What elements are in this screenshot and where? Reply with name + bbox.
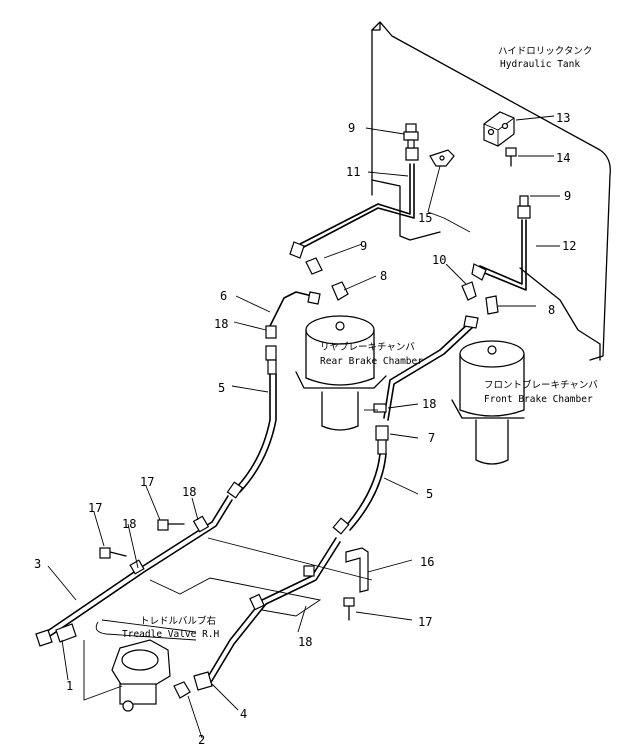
- bolt-17-left: [99, 547, 127, 559]
- hydraulic-tank-label-jp: ハイドロリックタンク: [498, 46, 592, 57]
- front-chamber-label-en: Front Brake Chamber: [484, 394, 593, 405]
- callout-8: 8: [380, 269, 387, 283]
- callout-5: 5: [218, 381, 225, 395]
- fitting-9-left: [305, 257, 323, 275]
- callout-18: 18: [122, 517, 136, 531]
- callout-17: 17: [140, 475, 154, 489]
- pipe-12: [471, 195, 531, 291]
- callout-18: 18: [182, 485, 196, 499]
- rear-chamber-label-jp: リヤブレーキチャンバ: [320, 341, 415, 353]
- callout-10: 10: [432, 253, 446, 267]
- rear-brake-chamber: [295, 281, 387, 431]
- fitting-2: [173, 681, 191, 699]
- callout-numbers: 9 13 14 11 9 15 12 9 10 8 8 6 18 5 18 7 …: [34, 111, 576, 746]
- callout-17: 17: [88, 501, 102, 515]
- treadle-valve-label-jp: トレドルバルブ右: [140, 615, 216, 627]
- pipe-4: [193, 537, 341, 691]
- callout-5: 5: [426, 487, 433, 501]
- bolt-17-upper: [157, 519, 185, 531]
- pipe-3: [35, 495, 233, 647]
- pipe-6: [265, 291, 321, 339]
- bolt-14: [505, 147, 517, 167]
- pipe-11: [289, 147, 419, 259]
- bolt-17-right: [343, 597, 355, 621]
- hose-5-left: [226, 345, 277, 499]
- callout-6: 6: [220, 289, 227, 303]
- elbow-10: [461, 281, 477, 301]
- callout-17: 17: [418, 615, 432, 629]
- tank-bracket: [483, 111, 515, 147]
- callout-2: 2: [198, 733, 205, 746]
- fitting-9-top: [403, 123, 419, 149]
- callout-14: 14: [556, 151, 570, 165]
- callout-18: 18: [422, 397, 436, 411]
- treadle-valve-label-en: Treadle Valve R.H: [122, 629, 220, 640]
- bracket-16: [345, 547, 369, 593]
- callout-15: 15: [418, 211, 432, 225]
- hydraulic-tank: [371, 21, 611, 361]
- callout-11: 11: [346, 165, 360, 179]
- rear-chamber-label-en: Rear Brake Chamber: [320, 356, 423, 367]
- hydraulic-tank-label-en: Hydraulic Tank: [500, 59, 580, 70]
- clip-15: [429, 149, 455, 167]
- callout-18: 18: [214, 317, 228, 331]
- callout-9: 9: [360, 239, 367, 253]
- callout-7: 7: [428, 431, 435, 445]
- hose-5-right: [332, 425, 389, 535]
- clip-18-upper: [192, 515, 210, 533]
- callout-13: 13: [556, 111, 570, 125]
- callout-9: 9: [564, 189, 571, 203]
- leader-lines: [47, 115, 560, 739]
- front-chamber-label-jp: フロントブレーキチャンバ: [484, 379, 598, 391]
- callout-16: 16: [420, 555, 434, 569]
- callout-4: 4: [240, 707, 247, 721]
- pipe-front-chamber: [373, 315, 479, 421]
- treadle-valve: [95, 619, 197, 712]
- callout-8: 8: [548, 303, 555, 317]
- callout-12: 12: [562, 239, 576, 253]
- callout-9: 9: [348, 121, 355, 135]
- front-brake-chamber: [451, 295, 525, 465]
- callout-3: 3: [34, 557, 41, 571]
- callout-18: 18: [298, 635, 312, 649]
- group-lines: [83, 409, 378, 701]
- callout-1: 1: [66, 679, 73, 693]
